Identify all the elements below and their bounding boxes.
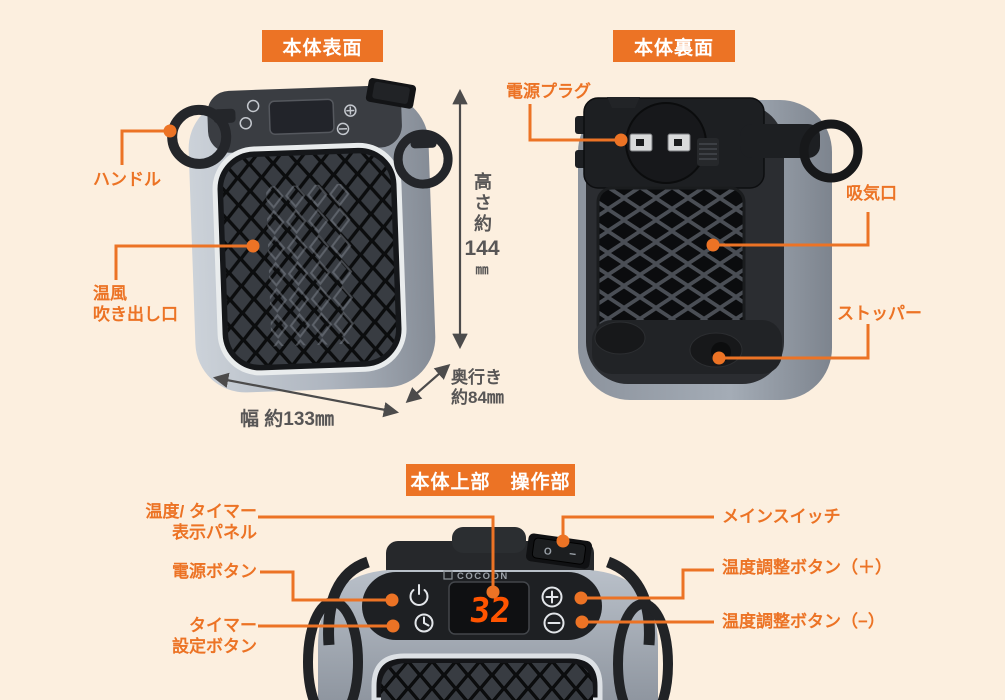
front-power-icon <box>246 99 260 113</box>
front-timer-icon <box>239 116 252 130</box>
dimension-arrows <box>212 88 468 418</box>
heating-element <box>265 183 356 347</box>
leader-main-switch <box>556 515 714 548</box>
timer-button-label: タイマー 設定ボタン <box>172 616 257 656</box>
temp-plus-label: 温度調整ボタン（＋） <box>722 558 892 577</box>
brand-logo: COCOON <box>457 571 509 582</box>
front-device-illustration <box>167 78 453 393</box>
control-view-header: 本体上部 操作部 <box>406 464 575 496</box>
back-handle-ring <box>799 119 863 183</box>
leader-stopper <box>712 324 870 365</box>
control-device-illustration: O − COCOON 32 <box>303 527 673 700</box>
stopper-foot-left <box>594 321 646 355</box>
minus-icon <box>543 612 565 634</box>
outlet-label: 温風 吹き出し口 <box>93 284 178 324</box>
control-right-handle <box>613 599 673 700</box>
back-device-illustration <box>575 97 863 400</box>
depth-arrow <box>405 363 451 404</box>
leader-handle <box>120 124 177 165</box>
switch-on-mark: − <box>568 547 577 562</box>
leader-temp-plus <box>574 568 714 605</box>
switch-off-mark: O <box>543 546 552 558</box>
front-left-handle-ring <box>167 104 232 169</box>
intake-label: 吸気口 <box>846 184 897 203</box>
display-panel <box>448 581 530 635</box>
front-main-switch <box>365 78 417 109</box>
plug-label: 電源プラグ <box>506 82 591 101</box>
plus-icon <box>541 586 563 608</box>
plug-slider <box>697 138 719 166</box>
leader-plug <box>528 104 628 147</box>
main-switch: O − <box>526 533 592 569</box>
height-dimension: 高さ約 144 ㎜ <box>464 172 500 277</box>
timer-icon <box>414 613 434 633</box>
main-switch-label: メインスイッチ <box>722 507 841 526</box>
leader-lines <box>114 104 870 633</box>
leader-timer-button <box>258 619 400 633</box>
front-right-handle-ring <box>393 129 453 189</box>
control-left-handle <box>303 597 363 700</box>
display-panel-label: 温度/ タイマー 表示パネル <box>145 502 257 542</box>
stopper-label: ストッパー <box>837 304 922 323</box>
leader-temp-minus <box>575 615 714 629</box>
leader-outlet <box>114 239 260 280</box>
handle-label: ハンドル <box>93 170 161 189</box>
temp-minus-label: 温度調整ボタン（−） <box>722 612 885 631</box>
leader-power-button <box>260 570 399 607</box>
front-view-header: 本体表面 <box>262 30 383 62</box>
leader-display-panel <box>258 515 500 599</box>
front-minus-icon <box>336 122 350 136</box>
plug-prongs <box>629 133 691 152</box>
width-dimension: 幅 約133㎜ <box>240 409 334 430</box>
back-mesh <box>596 186 746 340</box>
depth-dimension: 奥行き 約84㎜ <box>451 368 504 408</box>
power-icon <box>409 584 429 606</box>
brand-mark-icon <box>443 570 453 580</box>
leader-intake <box>706 212 870 252</box>
back-view-header: 本体裏面 <box>613 30 735 62</box>
power-button-label: 電源ボタン <box>172 562 257 581</box>
front-plus-icon <box>344 104 357 117</box>
width-arrow <box>212 372 400 418</box>
